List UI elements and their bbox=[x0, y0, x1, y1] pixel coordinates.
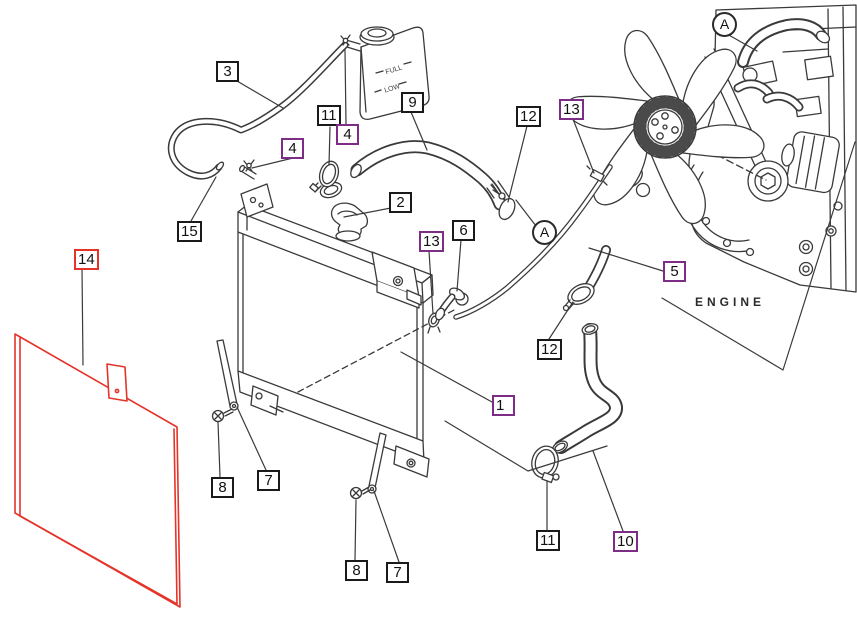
screw-8-bottom bbox=[349, 486, 371, 500]
callout-9[interactable]: 9 bbox=[401, 92, 424, 113]
fan bbox=[560, 29, 770, 225]
callout-1[interactable]: 1 bbox=[492, 395, 515, 416]
callout-13-mid[interactable]: 13 bbox=[419, 231, 444, 252]
callout-7-left[interactable]: 7 bbox=[257, 470, 280, 491]
red-panel bbox=[14, 333, 181, 608]
callout-12-bottom[interactable]: 12 bbox=[537, 339, 562, 360]
callout-12-top[interactable]: 12 bbox=[516, 106, 541, 127]
radiator-cap bbox=[330, 202, 369, 242]
callout-14[interactable]: 14 bbox=[74, 249, 99, 270]
overflow-hose bbox=[167, 41, 349, 180]
engine bbox=[580, 4, 857, 299]
tank-full-label: FULL bbox=[385, 64, 404, 76]
thin-hose bbox=[453, 164, 613, 320]
clamp-11-top bbox=[309, 160, 340, 193]
callout-8-bottom[interactable]: 8 bbox=[345, 560, 368, 581]
clamp-12-top bbox=[490, 180, 516, 221]
tank-low-label: LOW bbox=[384, 83, 402, 94]
callout-7-bottom[interactable]: 7 bbox=[386, 562, 409, 583]
callout-11-bottom[interactable]: 11 bbox=[536, 530, 560, 551]
screw-8-left bbox=[211, 408, 234, 423]
callout-A-engine[interactable]: A bbox=[712, 12, 737, 37]
upper-hose bbox=[350, 140, 507, 211]
bracket-rod-right bbox=[367, 432, 387, 494]
callout-4-left[interactable]: 4 bbox=[281, 138, 304, 159]
clamp-12-bottom bbox=[562, 283, 595, 312]
callout-13-top[interactable]: 13 bbox=[559, 99, 584, 120]
callout-8-left[interactable]: 8 bbox=[211, 477, 234, 498]
leader-lines bbox=[81, 33, 856, 563]
radiator bbox=[237, 181, 457, 478]
callout-4-top[interactable]: 4 bbox=[336, 124, 359, 145]
callout-A-hose[interactable]: A bbox=[532, 220, 557, 245]
callout-5[interactable]: 5 bbox=[663, 261, 686, 282]
clip-4-radiator bbox=[238, 159, 257, 180]
callout-3[interactable]: 3 bbox=[216, 61, 239, 82]
bracket-rod-left bbox=[216, 339, 239, 411]
callout-11-top[interactable]: 11 bbox=[317, 105, 341, 126]
callout-2[interactable]: 2 bbox=[389, 192, 412, 213]
lower-hose bbox=[551, 323, 623, 454]
engine-label: ENGINE bbox=[695, 295, 766, 309]
callout-15[interactable]: 15 bbox=[177, 221, 202, 242]
fitting-6 bbox=[434, 287, 469, 321]
clip-4-tank bbox=[340, 34, 351, 46]
callout-6[interactable]: 6 bbox=[452, 220, 475, 241]
callout-10[interactable]: 10 bbox=[613, 531, 638, 552]
